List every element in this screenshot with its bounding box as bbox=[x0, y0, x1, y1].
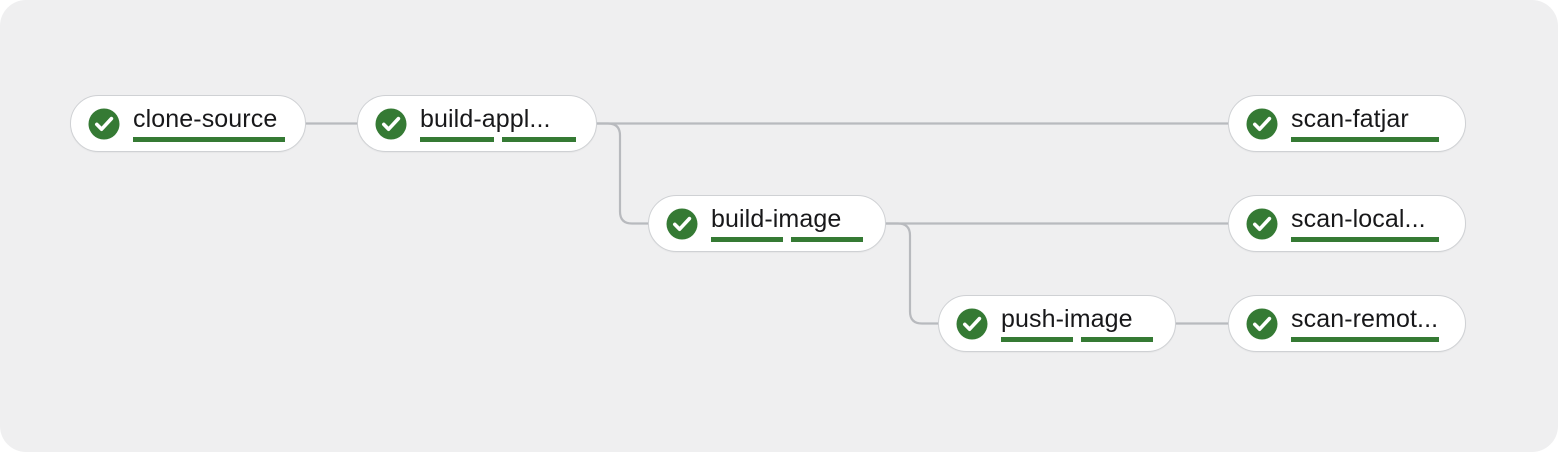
pipeline-node-progress-segment bbox=[133, 137, 285, 142]
pipeline-node-build-image[interactable]: build-image bbox=[648, 195, 886, 252]
pipeline-node-progress-segment bbox=[1291, 237, 1439, 242]
pipeline-node-label: scan-local... bbox=[1291, 205, 1426, 233]
pipeline-node-clone-source[interactable]: clone-source bbox=[70, 95, 306, 152]
pipeline-node-push-image[interactable]: push-image bbox=[938, 295, 1176, 352]
check-circle-icon bbox=[375, 108, 407, 139]
pipeline-node-progress-bars bbox=[1291, 237, 1439, 242]
pipeline-node-build-application[interactable]: build-appl... bbox=[357, 95, 597, 152]
check-circle-icon bbox=[956, 308, 988, 339]
pipeline-node-progress-bars bbox=[1291, 137, 1439, 142]
check-circle-icon bbox=[666, 208, 698, 239]
pipeline-node-scan-local[interactable]: scan-local... bbox=[1228, 195, 1466, 252]
pipeline-node-progress-bars bbox=[133, 137, 285, 142]
pipeline-node-progress-segment bbox=[1081, 337, 1153, 342]
pipeline-node-label: build-appl... bbox=[420, 105, 551, 133]
pipeline-node-progress-segment bbox=[1001, 337, 1073, 342]
pipeline-node-progress-bars bbox=[1001, 337, 1153, 342]
pipeline-node-progress-segment bbox=[711, 237, 783, 242]
check-circle-icon bbox=[1246, 208, 1278, 239]
pipeline-node-label: build-image bbox=[711, 205, 842, 233]
pipeline-node-progress-bars bbox=[711, 237, 863, 242]
pipeline-node-progress-segment bbox=[502, 137, 576, 142]
pipeline-node-progress-segment bbox=[1291, 137, 1439, 142]
check-circle-icon bbox=[1246, 308, 1278, 339]
pipeline-node-progress-bars bbox=[420, 137, 576, 142]
pipeline-node-label: scan-remot... bbox=[1291, 305, 1439, 333]
check-circle-icon bbox=[1246, 108, 1278, 139]
pipeline-node-label: clone-source bbox=[133, 105, 278, 133]
pipeline-node-scan-remote[interactable]: scan-remot... bbox=[1228, 295, 1466, 352]
pipeline-node-progress-bars bbox=[1291, 337, 1439, 342]
pipeline-node-progress-segment bbox=[1291, 337, 1439, 342]
check-circle-icon bbox=[88, 108, 120, 139]
pipeline-node-label: push-image bbox=[1001, 305, 1133, 333]
pipeline-node-progress-segment bbox=[791, 237, 863, 242]
pipeline-node-scan-fatjar[interactable]: scan-fatjar bbox=[1228, 95, 1466, 152]
pipeline-node-label: scan-fatjar bbox=[1291, 105, 1409, 133]
pipeline-node-progress-segment bbox=[420, 137, 494, 142]
